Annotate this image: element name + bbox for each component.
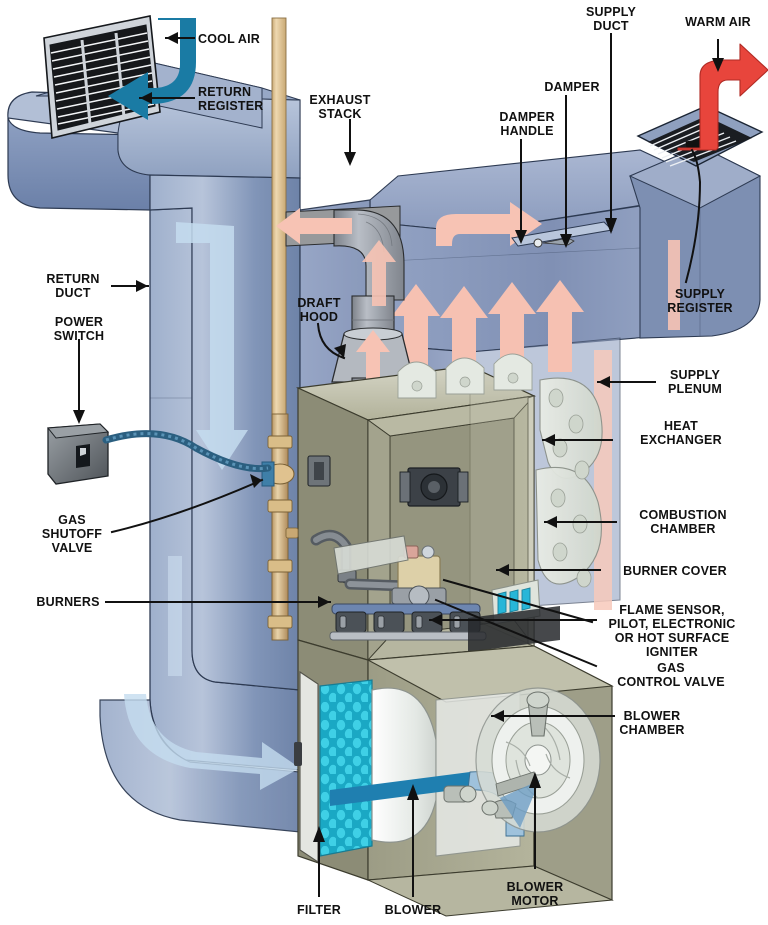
label-blower: BLOWER — [384, 903, 442, 917]
cool-air-arrow — [108, 18, 196, 120]
heat-exchanger — [397, 353, 603, 588]
label-cool-air: COOL AIR — [198, 32, 261, 46]
blower-cabinet — [294, 639, 614, 917]
label-gas-control-valve: GAS CONTROL VALVE — [617, 661, 725, 689]
leader-lines — [78, 33, 719, 897]
label-supply-duct: SUPPLY DUCT — [585, 5, 637, 33]
label-flame-sensor: FLAME SENSOR, PILOT, ELECTRONIC OR HOT S… — [608, 603, 736, 659]
label-power-switch: POWER SWITCH — [53, 315, 105, 343]
label-burner-cover: BURNER COVER — [623, 564, 727, 578]
label-heat-exchanger: HEAT EXCHANGER — [640, 419, 722, 447]
power-switch — [47, 423, 110, 485]
warm-air-arrow — [677, 43, 768, 151]
label-draft-hood: DRAFT HOOD — [297, 296, 341, 324]
label-supply-plenum: SUPPLY PLENUM — [668, 368, 722, 396]
blower-motor — [481, 691, 550, 819]
label-warm-air: WARM AIR — [685, 15, 751, 29]
gas-control-valve — [391, 545, 447, 607]
label-return-register: RETURN REGISTER — [198, 85, 264, 113]
burners — [329, 603, 487, 641]
furnace-interior-parts — [307, 455, 560, 652]
label-blower-motor: BLOWER MOTOR — [506, 880, 564, 908]
flue-and-draft-hood — [276, 205, 415, 417]
blower-chamber-view — [443, 687, 601, 833]
label-damper-handle: DAMPER HANDLE — [499, 110, 555, 138]
label-exhaust-stack: EXHAUST STACK — [309, 93, 371, 121]
power-cable — [102, 430, 272, 473]
label-blower-chamber: BLOWER CHAMBER — [619, 709, 685, 737]
label-combustion-chamber: COMBUSTION CHAMBER — [639, 508, 727, 536]
leader-arrowheads — [73, 32, 724, 842]
label-gas-shutoff-valve: GAS SHUTOFF VALVE — [41, 513, 103, 555]
label-damper: DAMPER — [544, 80, 600, 94]
label-burners: BURNERS — [36, 595, 100, 609]
label-supply-register: SUPPLY REGISTER — [667, 287, 733, 315]
label-return-duct: RETURN DUCT — [46, 272, 100, 300]
label-filter: FILTER — [296, 903, 342, 917]
